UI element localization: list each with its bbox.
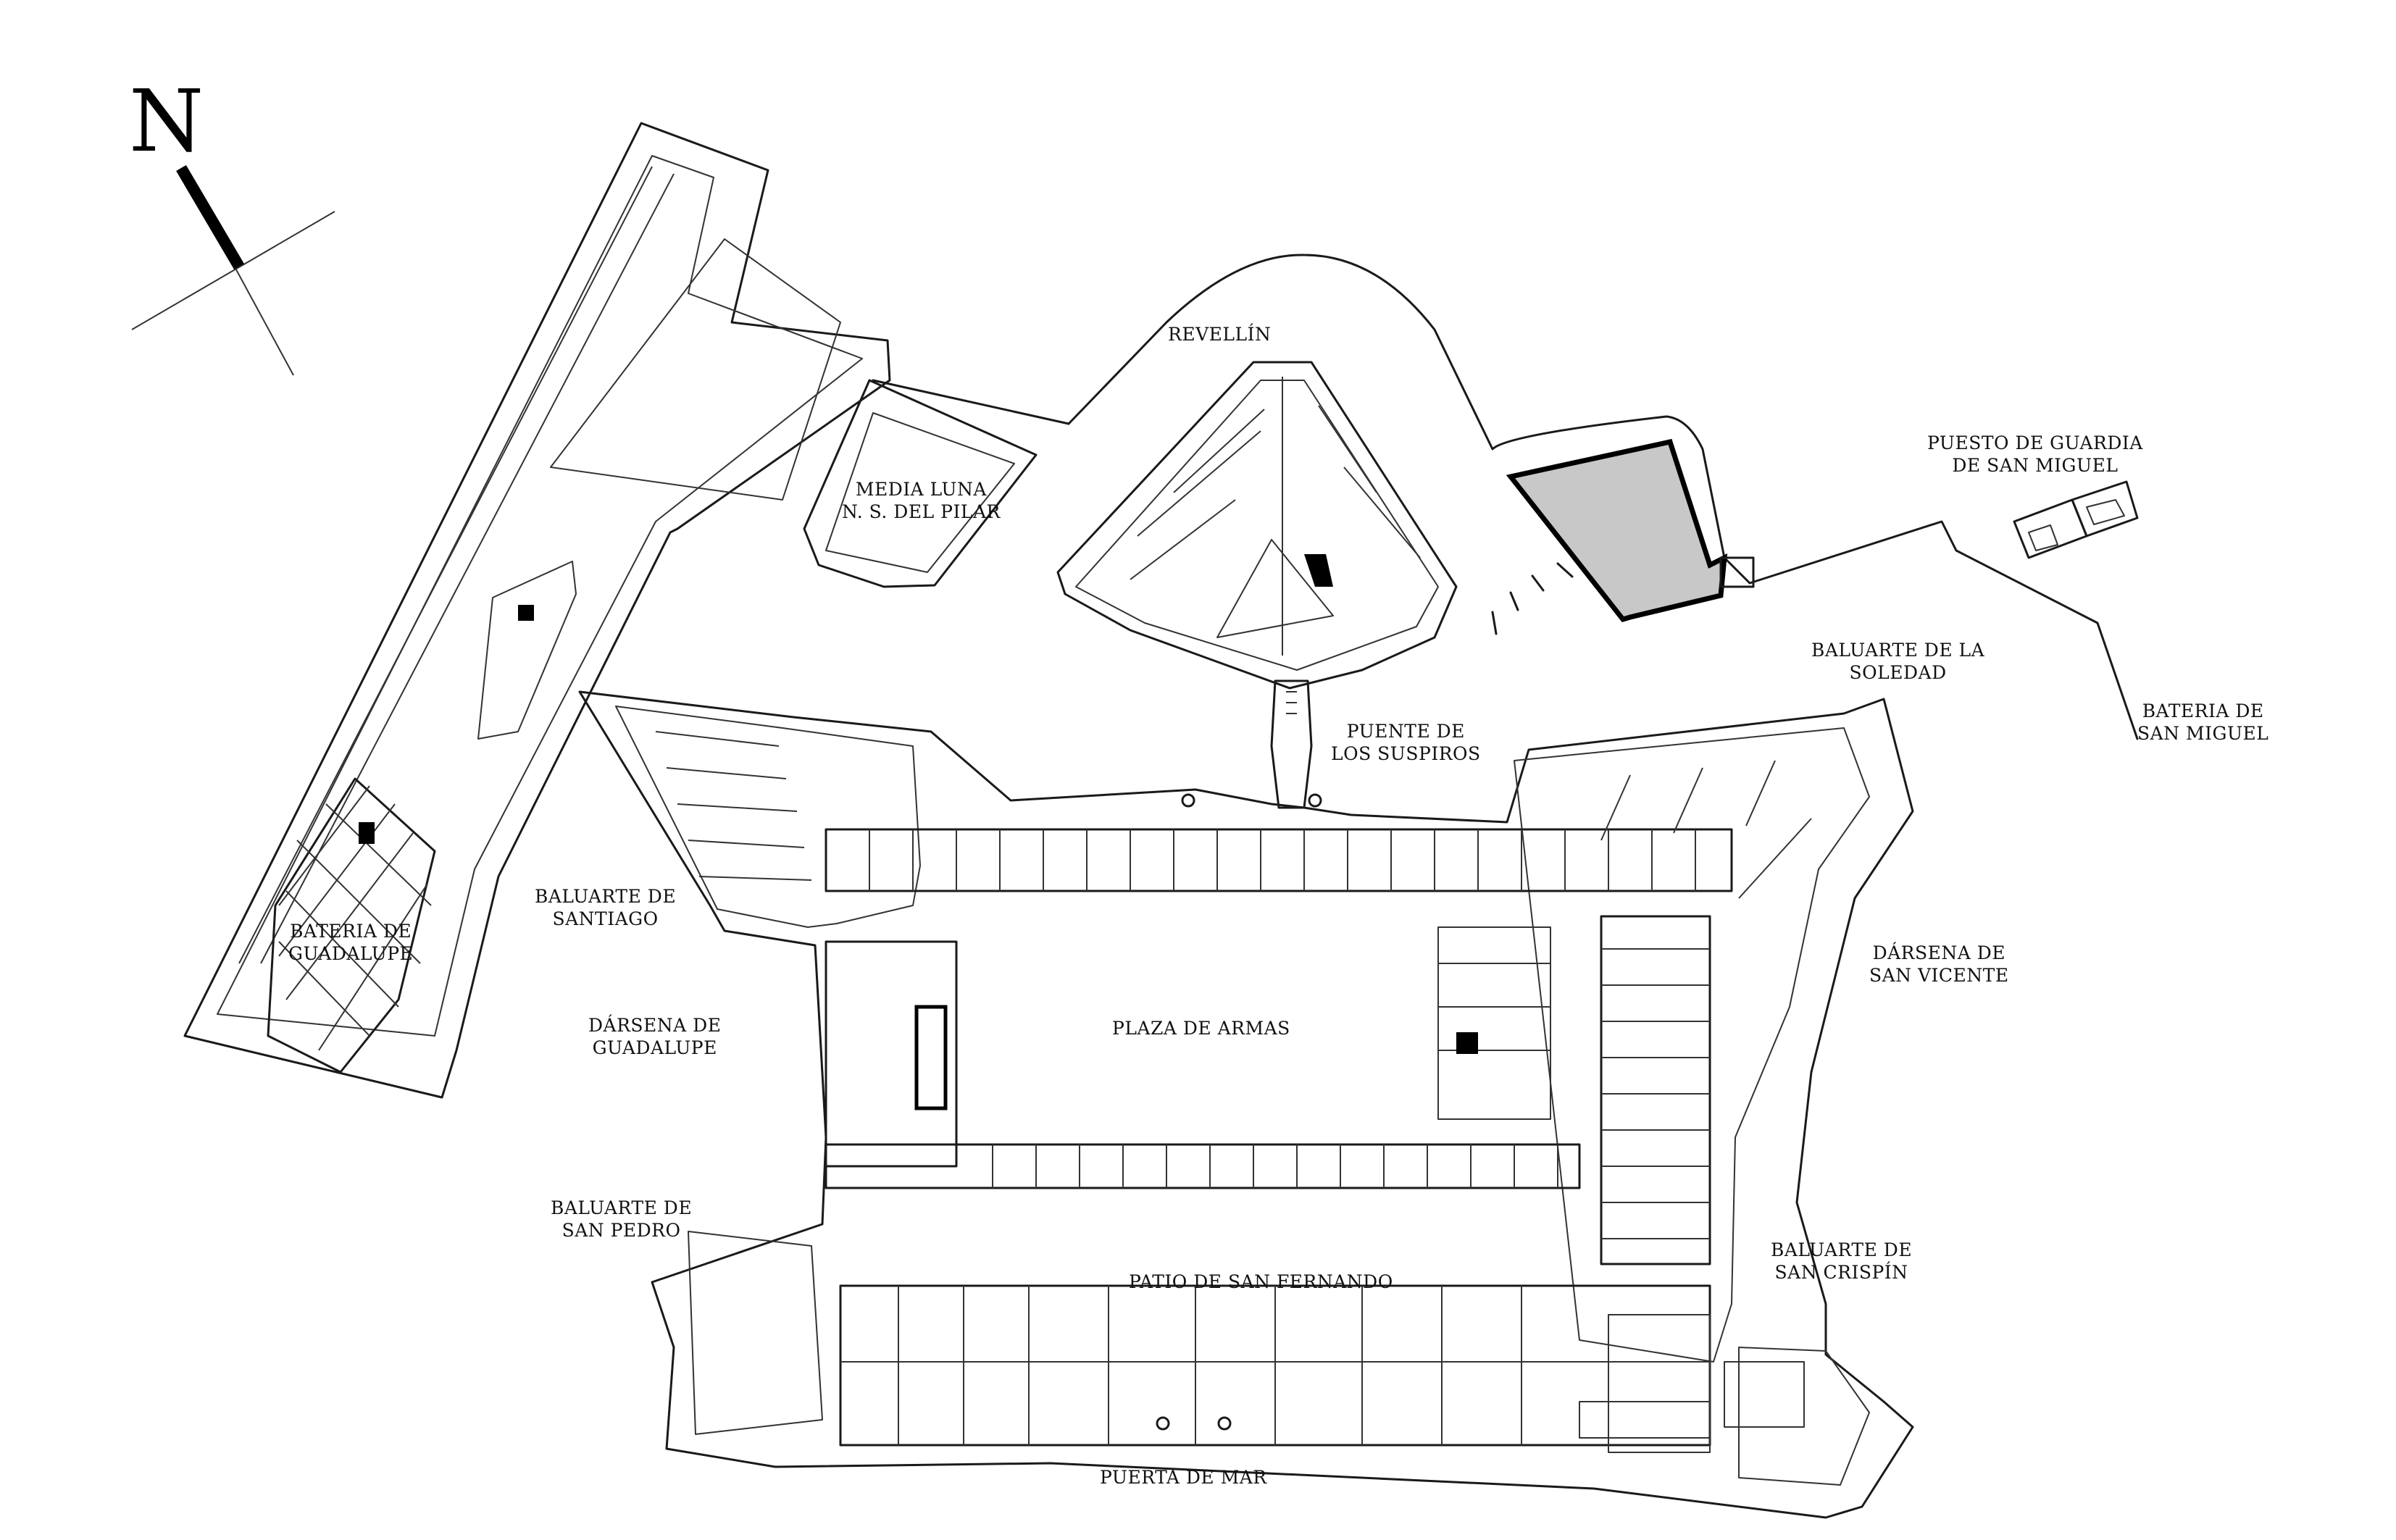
revellin-core [1216, 539, 1334, 638]
bridge-outline [1270, 679, 1313, 809]
plaza-east-block [1437, 926, 1551, 1120]
label-baluarte-san-crispin: BALUARTE DE SAN CRISPÍN [1771, 1239, 1913, 1283]
revellin-outline [1056, 361, 1458, 690]
revellin-arcs [1491, 562, 1574, 635]
revellin-inner [1075, 380, 1439, 671]
baluarte-san-crispin-inner [1738, 1347, 1870, 1486]
highlighted-area [1506, 438, 1728, 623]
media-luna-outline [803, 379, 1038, 588]
grid-outline [267, 777, 436, 1074]
compass-axis-ew [131, 211, 335, 330]
label-bateria-guadalupe: BATERIA DE GUADALUPE [288, 921, 414, 964]
north-range-cells [869, 829, 1696, 891]
guadalupe-parapet [238, 166, 653, 964]
label-bateria-san-miguel: BATERIA DE SAN MIGUEL [2137, 700, 2269, 744]
east-range-cells [1601, 948, 1710, 1239]
guadalupe-arm-inner [217, 155, 863, 1037]
label-darsena-san-vicente: DÁRSENA DE SAN VICENTE [1869, 942, 2009, 986]
baluarte-santiago-inner [615, 706, 921, 928]
central-divider-cells [992, 1144, 1558, 1188]
gate-markers [1156, 793, 1322, 1431]
media-luna-link [872, 379, 1070, 425]
label-baluarte-soledad: BALUARTE DE LA SOLEDAD [1811, 640, 1985, 683]
central-divider [825, 1143, 1581, 1189]
main-fortress [578, 690, 1914, 1519]
label-darsena-guadalupe: DÁRSENA DE GUADALUPE [588, 1015, 722, 1058]
compass-rose [131, 164, 335, 376]
label-baluarte-san-pedro: BALUARTE DE SAN PEDRO [551, 1197, 693, 1241]
stair-block-icon [914, 1005, 948, 1110]
label-media-luna: MEDIA LUNA N. S. DEL PILAR [842, 479, 1001, 522]
revellin-stair-icon [1304, 554, 1333, 587]
revellin [1056, 254, 2139, 740]
fortress-outline [578, 690, 1914, 1519]
bateria-guadalupe-grid [267, 777, 436, 1074]
guadalupe-rampart [550, 238, 841, 501]
bateria-guadalupe-arm [183, 122, 891, 1099]
label-puerta-mar: PUERTA DE MAR [1100, 1467, 1267, 1488]
guadalupe-parapet-inner [260, 173, 675, 964]
media-luna [803, 379, 1070, 588]
glacis-outline [1067, 254, 2139, 740]
puesto-guardia-building [2013, 480, 2139, 559]
guadalupe-casemate [477, 561, 577, 740]
north-range [825, 828, 1733, 892]
north-arrow-icon [176, 164, 244, 270]
west-range [825, 940, 958, 1168]
guardia-block-2 [2071, 480, 2139, 537]
soledad-cells [1600, 760, 1812, 899]
label-plaza-armas: PLAZA DE ARMAS [1112, 1018, 1290, 1039]
label-baluarte-santiago: BALUARTE DE SANTIAGO [535, 886, 677, 929]
label-puesto-guardia: PUESTO DE GUARDIA DE SAN MIGUEL [1927, 432, 2143, 476]
plaza-marker [1456, 1032, 1478, 1054]
santiago-cells [655, 731, 812, 881]
label-patio-san-fernando: PATIO DE SAN FERNANDO [1129, 1271, 1393, 1292]
highlight-annex [1719, 556, 1755, 588]
north-label: N [129, 71, 204, 171]
puente-suspiros [1270, 679, 1313, 809]
east-range [1600, 915, 1711, 1265]
label-puente-suspiros: PUENTE DE LOS SUSPIROS [1331, 721, 1481, 764]
label-revellin: REVELLÍN [1168, 324, 1272, 345]
arm-marker [518, 605, 534, 621]
media-luna-inner [825, 412, 1015, 573]
baluarte-soledad-inner [1514, 727, 1870, 1363]
south-range-cells [840, 1286, 1710, 1445]
guadalupe-arm-outline [183, 122, 891, 1099]
grid-marker [359, 822, 375, 844]
baluarte-san-pedro-inner [688, 1231, 823, 1435]
